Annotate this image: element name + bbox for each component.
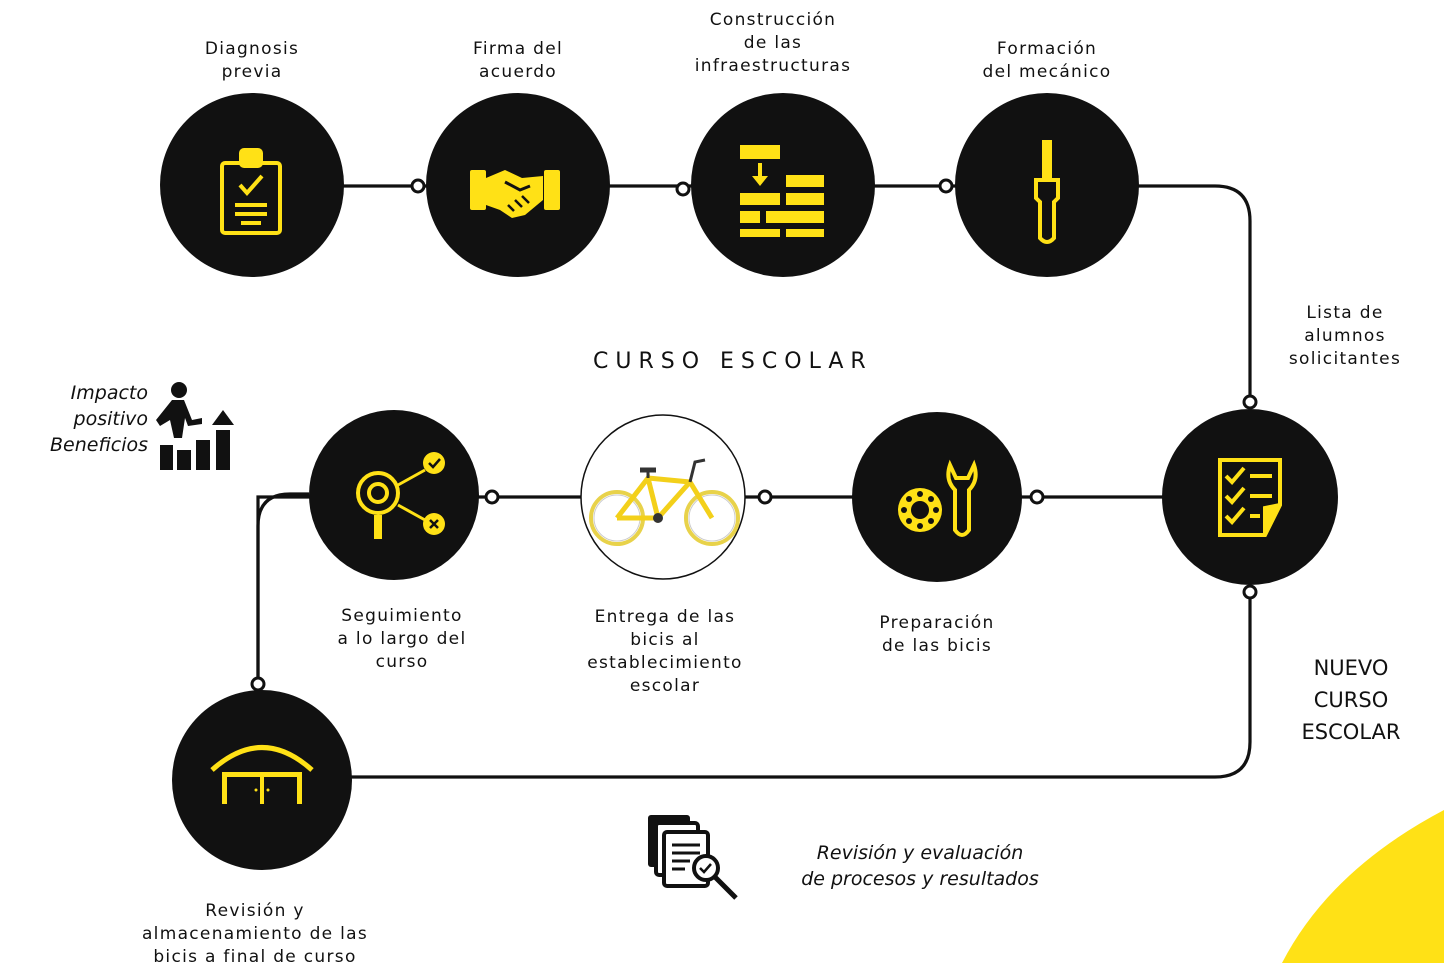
documents-magnifier-icon	[648, 815, 738, 900]
yellow-corner-shape	[1282, 810, 1444, 963]
new-school-year-label: NUEVO CURSO ESCOLAR	[1301, 656, 1401, 744]
step-construction	[691, 93, 875, 277]
label-diagnosis: Diagnosis previa	[204, 39, 300, 82]
connector-node	[1242, 584, 1258, 600]
process-connector-line	[240, 184, 1252, 779]
label-followup: Seguimiento a lo largo del curso	[337, 606, 467, 672]
gear-wrench-icon	[898, 459, 978, 537]
center-title: CURSO ESCOLAR	[593, 349, 873, 374]
step-agreement	[426, 93, 610, 277]
connector-node	[484, 489, 500, 505]
connector-node	[675, 181, 691, 197]
step-storage	[172, 690, 352, 870]
connector-node	[250, 676, 266, 692]
label-storage: Revisión y almacenamiento de las bicis a…	[141, 901, 369, 967]
gear-magnifier-icon	[356, 452, 445, 539]
garage-icon	[210, 745, 314, 804]
label-training: Formación del mecánico	[982, 39, 1112, 82]
step-students	[1162, 409, 1338, 585]
connector-node	[410, 178, 426, 194]
step-preparation	[852, 412, 1022, 582]
clipboard-check-icon	[220, 148, 282, 235]
process-connector-line-detail	[256, 492, 309, 684]
step-diagnosis	[160, 93, 344, 277]
connector-node	[938, 178, 954, 194]
label-students: Lista de alumnos solicitantes	[1288, 303, 1402, 369]
connector-node	[1029, 489, 1045, 505]
screwdriver-icon	[1034, 140, 1060, 244]
review-label: Revisión y evaluación de procesos y resu…	[801, 842, 1039, 890]
step-delivery	[580, 414, 746, 580]
label-construction: Construcción de las infraestructuras	[694, 10, 852, 76]
checklist-icon	[1218, 458, 1282, 537]
brick-wall-icon	[740, 145, 824, 237]
step-training	[955, 93, 1139, 277]
bicycle-image	[589, 458, 740, 546]
label-delivery: Entrega de las bicis al establecimiento …	[587, 607, 743, 696]
person-stairs-growth-icon	[156, 382, 234, 470]
connector-node	[757, 489, 773, 505]
label-preparation: Preparación de las bicis	[879, 613, 995, 656]
handshake-icon	[470, 170, 560, 218]
step-followup	[309, 410, 479, 580]
impact-label: Impacto positivo Beneficios	[50, 382, 148, 456]
connector-node	[1242, 394, 1258, 410]
label-agreement: Firma del acuerdo	[472, 39, 563, 82]
